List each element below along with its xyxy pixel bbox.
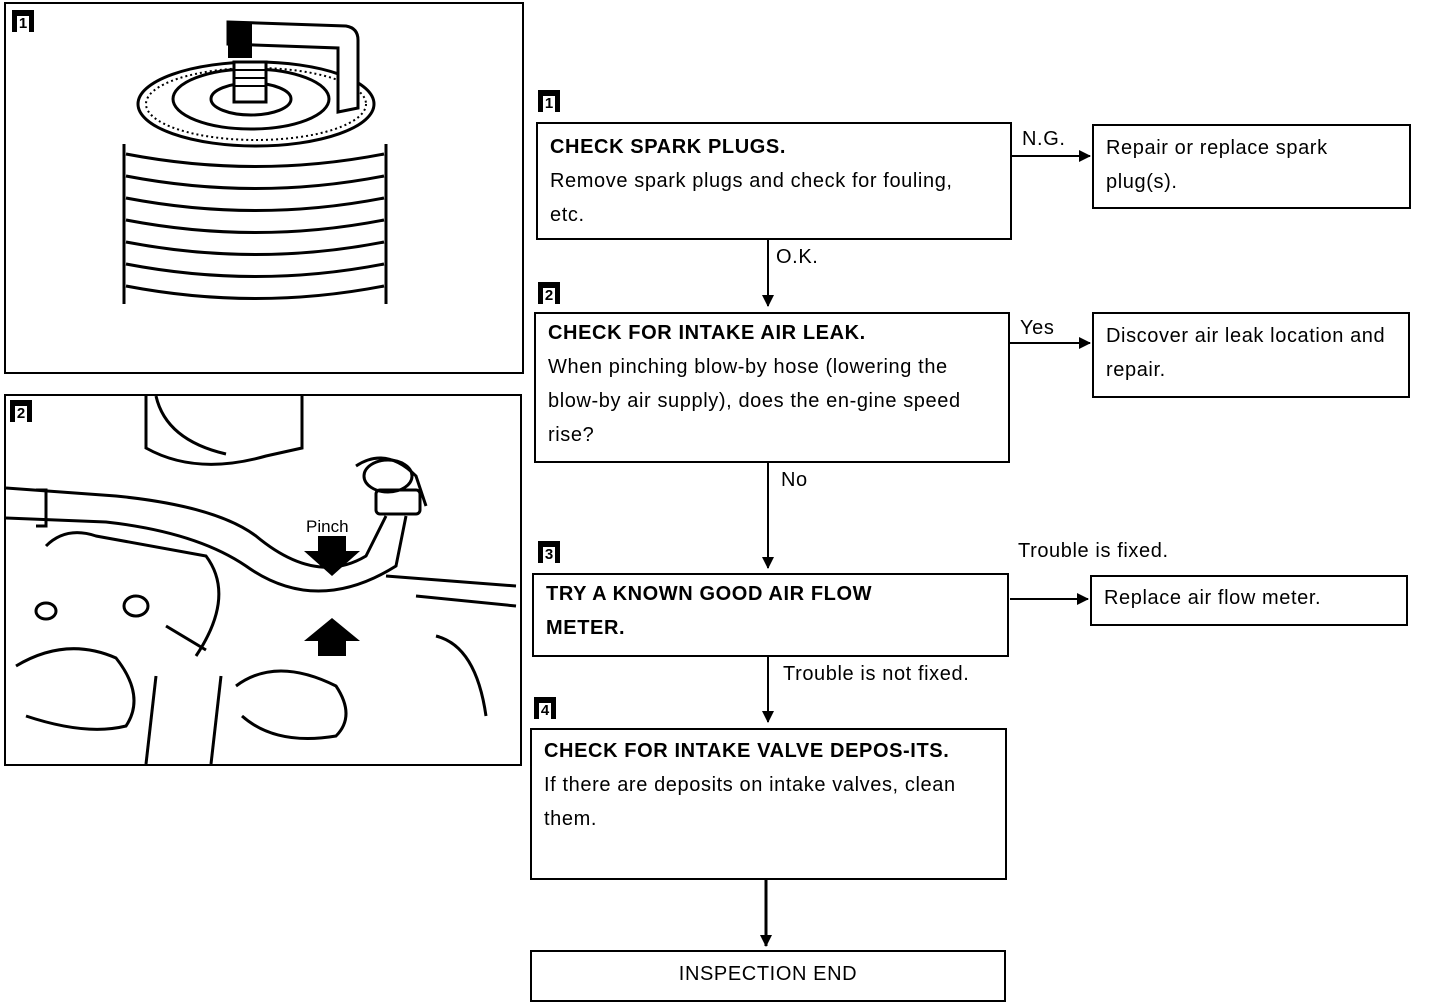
outcome-text: Replace air flow meter. (1104, 587, 1322, 609)
blow-by-hose-illustration: 2 Pinch (4, 394, 522, 766)
hose-drawing: Pinch (6, 396, 517, 764)
step-title: CHECK SPARK PLUGS. (550, 136, 787, 158)
step-box-check-spark-plugs: CHECK SPARK PLUGS. Remove spark plugs an… (536, 122, 1012, 240)
outcome-text: Discover air leak location and repair. (1106, 325, 1386, 381)
step-badge-2: 2 (538, 282, 560, 304)
outcome-box-repair-air-leak: Discover air leak location and repair. (1092, 312, 1410, 398)
label-no: No (781, 469, 808, 491)
step-title: CHECK FOR INTAKE AIR LEAK. (548, 322, 866, 344)
outcome-box-replace-air-flow-meter: Replace air flow meter. (1090, 575, 1408, 626)
step-box-check-intake-air-leak: CHECK FOR INTAKE AIR LEAK. When pinching… (534, 312, 1010, 463)
label-ng: N.G. (1022, 128, 1066, 150)
step-title: CHECK FOR INTAKE VALVE DEPOS-ITS. (544, 740, 950, 762)
step-box-try-air-flow-meter: TRY A KNOWN GOOD AIR FLOW METER. (532, 573, 1009, 657)
outcome-box-replace-spark-plugs: Repair or replace spark plug(s). (1092, 124, 1411, 209)
label-trouble-not-fixed: Trouble is not fixed. (783, 663, 970, 685)
figure-badge-1: 1 (12, 10, 34, 32)
step-body: If there are deposits on intake valves, … (544, 774, 956, 830)
label-trouble-fixed: Trouble is fixed. (1018, 540, 1169, 562)
end-label: INSPECTION END (678, 963, 858, 985)
step-title: TRY A KNOWN GOOD AIR FLOW METER. (546, 583, 873, 639)
pinch-label: Pinch (306, 517, 349, 536)
figure-badge-2: 2 (10, 400, 32, 422)
inspection-end-box: INSPECTION END (530, 950, 1006, 1002)
step-badge-1: 1 (538, 90, 560, 112)
outcome-text: Repair or replace spark plug(s). (1106, 137, 1328, 193)
label-ok: O.K. (776, 246, 819, 268)
step-body: When pinching blow-by hose (lowering the… (548, 356, 961, 446)
spark-plug-illustration: 1 (4, 2, 524, 374)
step-body: Remove spark plugs and check for fouling… (550, 170, 953, 226)
step-badge-3: 3 (538, 541, 560, 563)
spark-plug-drawing (122, 20, 388, 304)
step-badge-4: 4 (534, 697, 556, 719)
step-box-check-intake-valve-deposits: CHECK FOR INTAKE VALVE DEPOS-ITS. If the… (530, 728, 1007, 880)
label-yes: Yes (1020, 317, 1055, 339)
